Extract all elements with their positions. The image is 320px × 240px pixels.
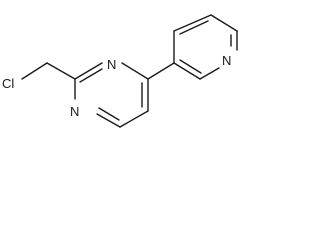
bond-py-c5-c4-double xyxy=(179,20,209,35)
atom-label-n-pyridine: N xyxy=(222,53,231,68)
bond-c6-n3 xyxy=(96,113,121,128)
structure-diagram: Cl N N N xyxy=(2,14,238,128)
bond-py-c2-n xyxy=(199,67,220,80)
bond-py-c3-c2-double xyxy=(179,59,202,74)
bond-cl-ch2 xyxy=(21,62,48,80)
bond-c6-n3-double xyxy=(98,107,120,121)
bond-ch2-c2 xyxy=(46,62,76,80)
bond-c4-pyridine xyxy=(147,62,175,80)
bond-py-c3-c2 xyxy=(173,62,201,80)
bond-c2-n1-double xyxy=(79,68,103,83)
bond-c5-c6 xyxy=(119,110,149,128)
atom-label-n-pyrimidine-bottom: N xyxy=(70,104,79,119)
bond-py-c5-c4 xyxy=(173,14,212,32)
atom-label-n-pyrimidine-top: N xyxy=(107,57,116,72)
atom-label-cl: Cl xyxy=(2,76,14,91)
bond-c2-n1 xyxy=(74,62,103,80)
bond-n1-c4 xyxy=(121,62,149,80)
bond-py-c6-c5 xyxy=(210,14,238,32)
